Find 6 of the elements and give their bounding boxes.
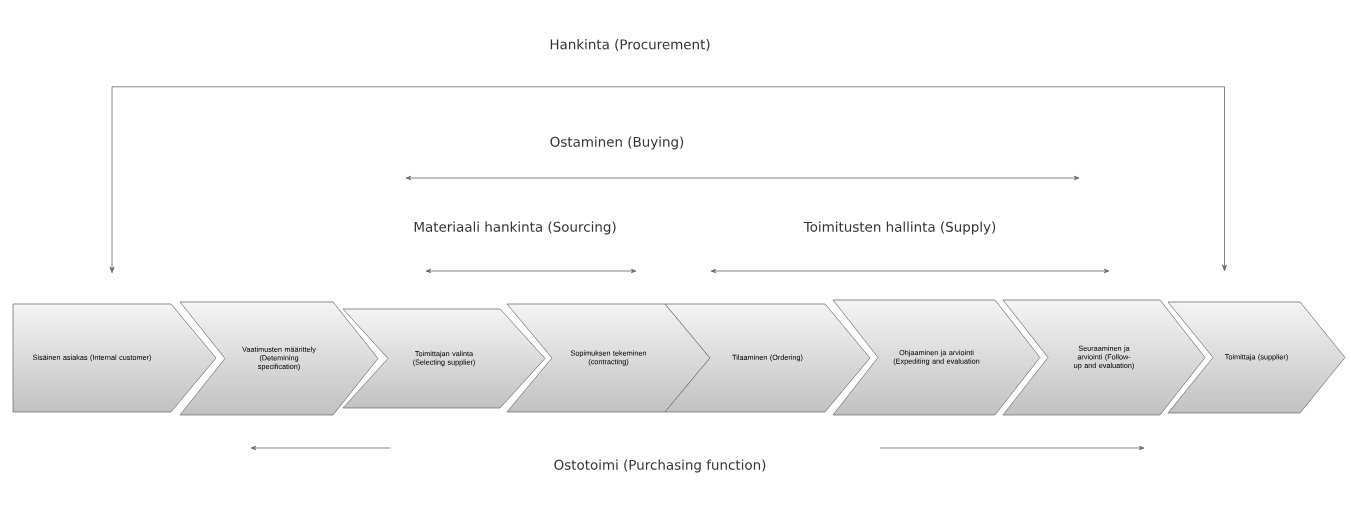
heading: Hankinta (Procurement)	[550, 39, 710, 51]
heading: Ostotoimi (Purchasing function)	[554, 459, 766, 473]
span-arrow	[109, 86, 1227, 274]
heading: Ostaminen (Buying)	[550, 136, 684, 150]
heading: Materiaali hankinta (Sourcing)	[414, 221, 616, 235]
heading: Toimitusten hallinta (Supply)	[803, 221, 996, 235]
